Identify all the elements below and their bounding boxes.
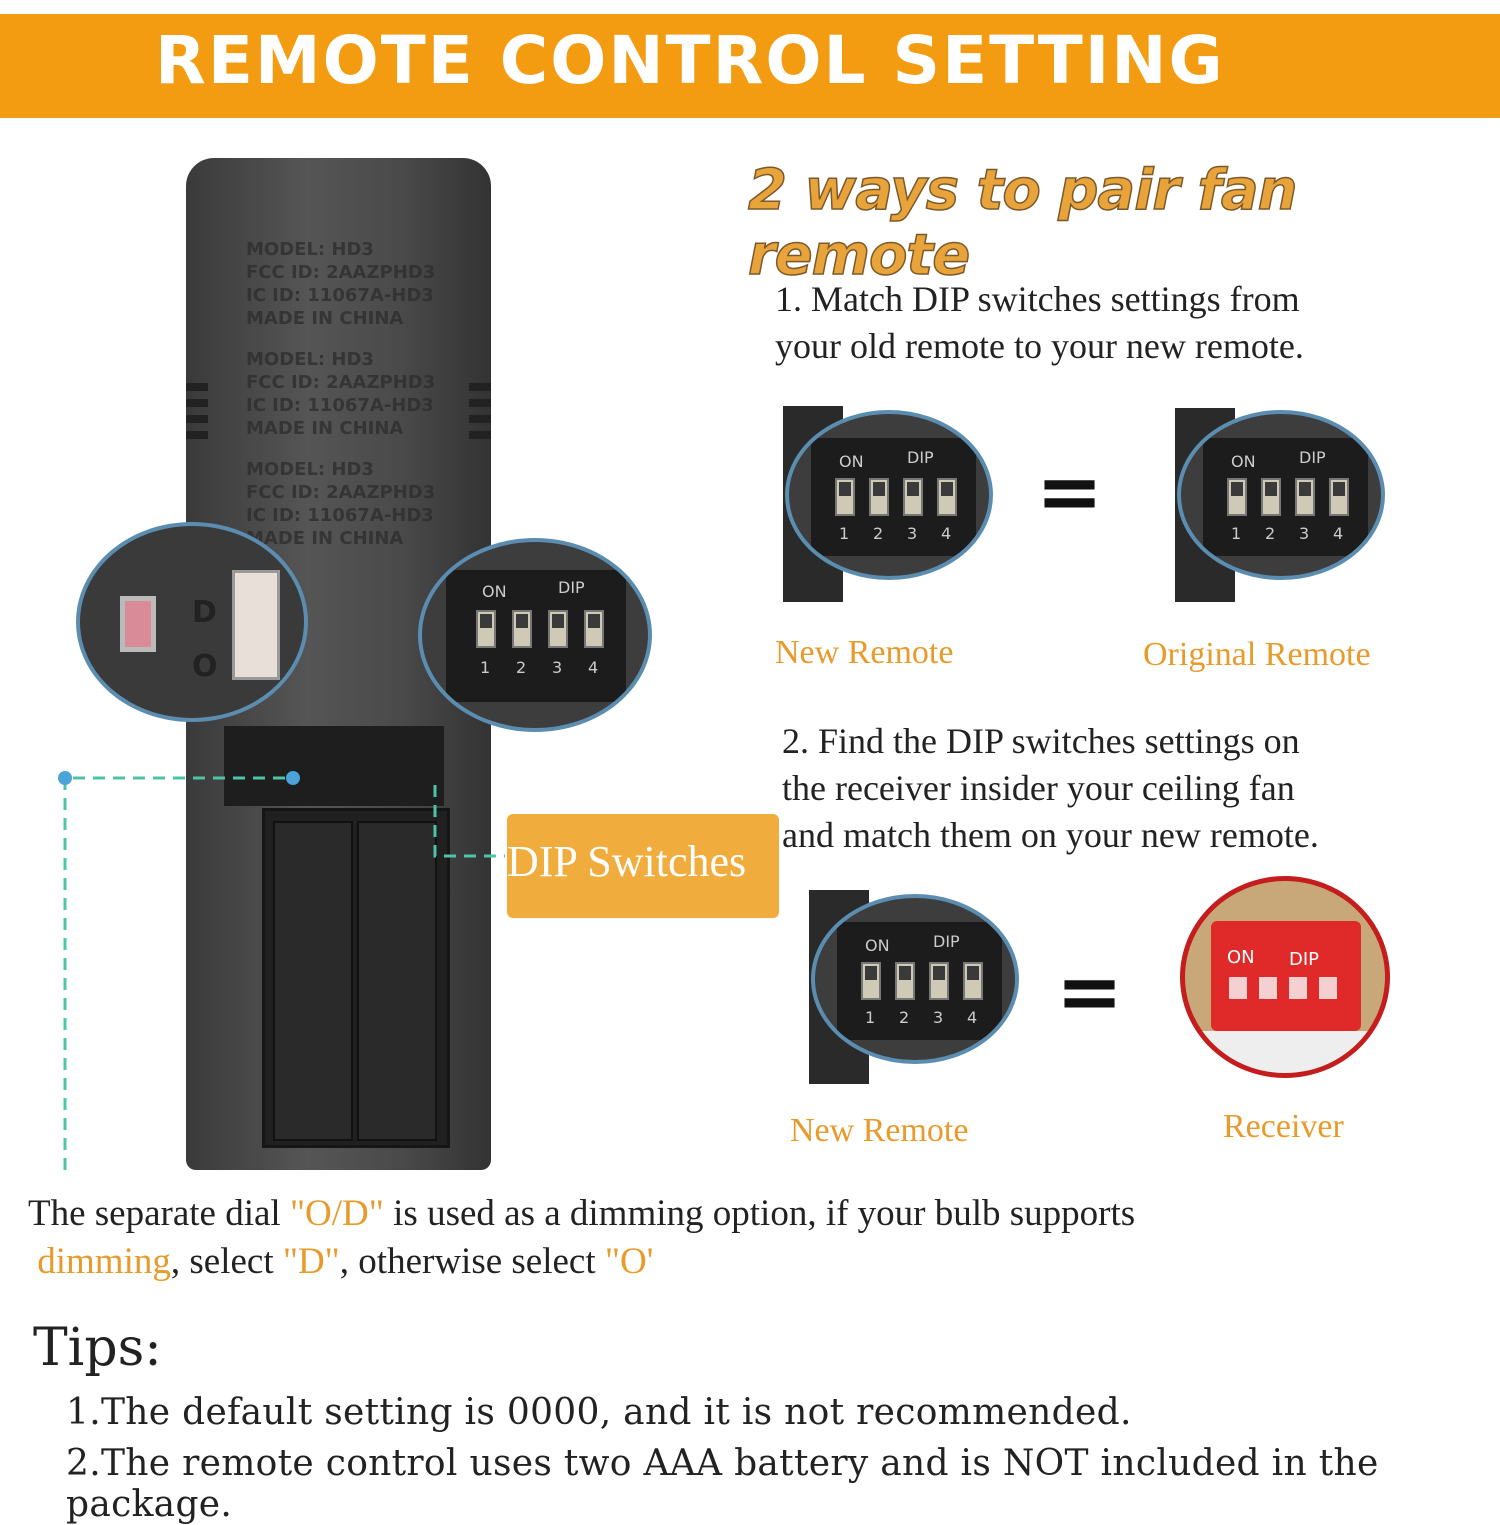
equals-sign: = — [1056, 945, 1124, 1038]
switch-panel — [224, 726, 444, 806]
receiver-dip-image: ON DIP — [1180, 876, 1390, 1078]
battery-compartment — [262, 808, 450, 1148]
battery-slot — [273, 821, 353, 1141]
dial-switch-white — [232, 570, 280, 680]
subtitle: 2 ways to pair fan remote — [747, 157, 1298, 289]
vent-slots — [469, 383, 491, 443]
dip-switches-label: DIP Switches — [507, 837, 747, 886]
title-banner — [0, 14, 1500, 118]
battery-slot — [357, 821, 437, 1141]
dimming-note: The separate dial "O/D" is used as a dim… — [28, 1193, 1136, 1282]
banner-title: REMOTE CONTROL SETTING — [155, 22, 1225, 99]
original-remote-label: Original Remote — [1143, 636, 1371, 673]
new-remote-label: New Remote — [790, 1112, 969, 1149]
vent-slots — [186, 383, 208, 443]
new-remote-label: New Remote — [775, 634, 954, 671]
equals-sign: = — [1036, 445, 1104, 538]
dip-switches-callout — [507, 814, 779, 918]
tips-heading: Tips: — [33, 1318, 162, 1378]
tip-item: 1.The default setting is 0000, and it is… — [66, 1392, 1132, 1433]
receiver-label: Receiver — [1223, 1108, 1344, 1145]
dial-switch-red — [120, 596, 156, 652]
tip-item: 2.The remote control uses two AAA batter… — [66, 1443, 1379, 1525]
